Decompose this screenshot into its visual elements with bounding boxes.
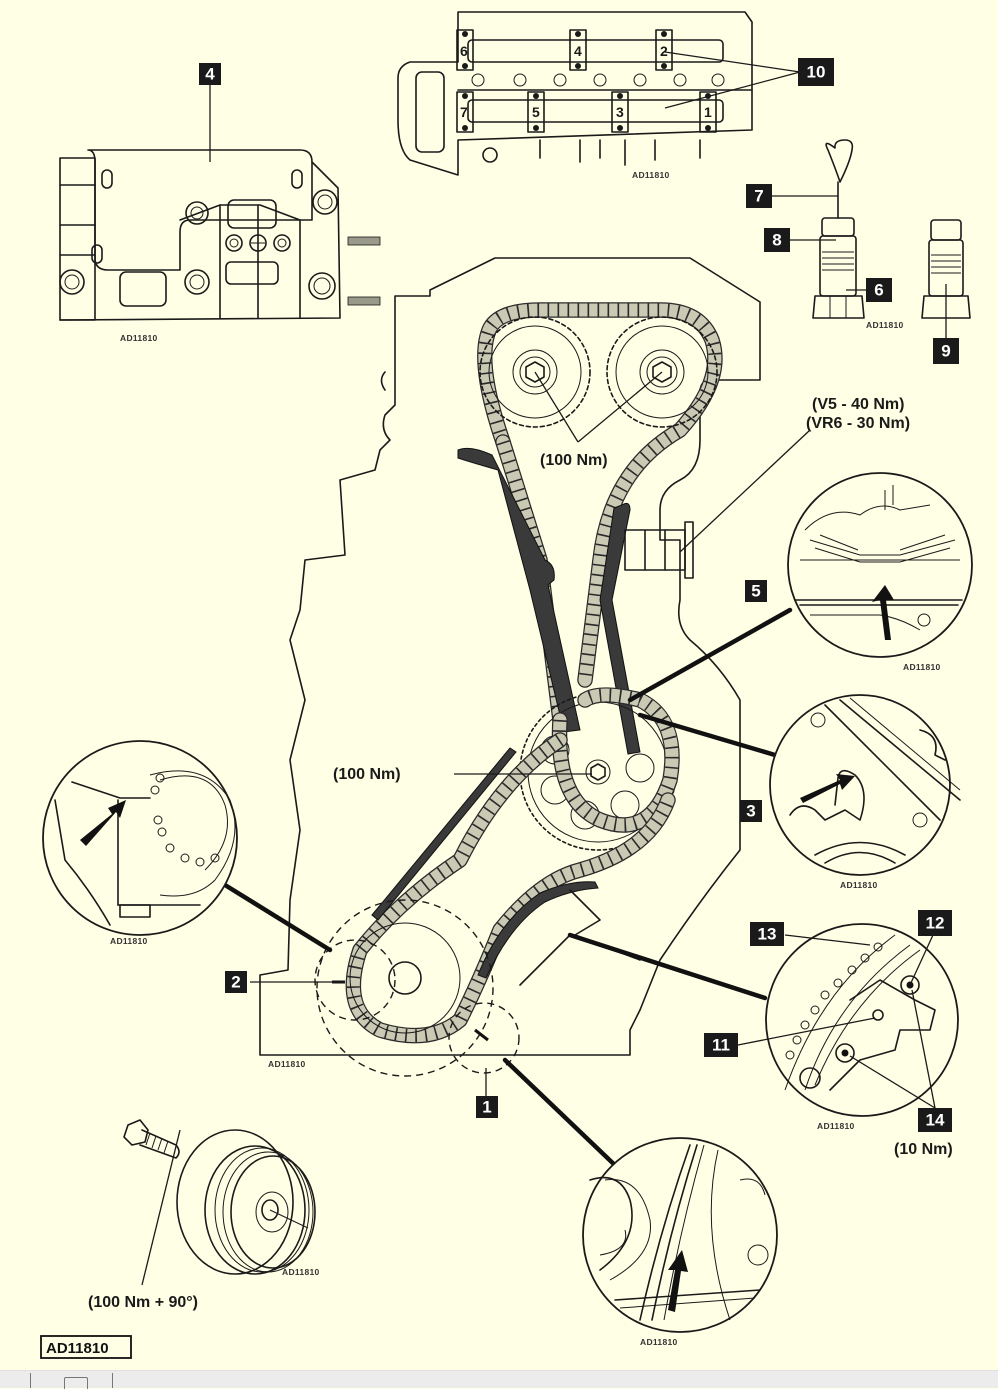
engine-block-outline: [259, 257, 761, 1056]
crankshaft-sprocket: [349, 922, 461, 1034]
camshaft-sprocket-right: [606, 316, 718, 428]
ref-label: AD11810: [282, 1267, 320, 1277]
cap-number: 1: [704, 104, 712, 120]
cylinder-head-illustration: 6 4 2 7 5 3 1 AD11810: [397, 11, 801, 180]
ref-label: AD11810: [817, 1121, 855, 1131]
ref-label: AD11810: [840, 880, 878, 890]
svg-text:14: 14: [926, 1111, 945, 1130]
svg-text:11: 11: [712, 1036, 730, 1055]
svg-text:5: 5: [751, 582, 760, 601]
svg-text:6: 6: [874, 281, 883, 300]
callout-4: 4: [199, 63, 221, 85]
svg-text:3: 3: [746, 802, 755, 821]
camshaft-sprocket-left: [479, 316, 591, 428]
pulley-bolt: [123, 1119, 180, 1159]
cap-number: 4: [574, 43, 582, 59]
torque-tensioner-vr6: (VR6 - 30 Nm): [806, 415, 910, 432]
pulley: [176, 1129, 316, 1275]
tensioner-parts-illustration: AD11810: [772, 139, 971, 338]
callout-1: 1: [476, 1096, 498, 1118]
torque-camshaft-sprockets: (100 Nm): [540, 452, 608, 469]
toolbar-separator: [30, 1373, 31, 1388]
cap-number: 5: [532, 104, 540, 120]
ref-label: AD11810: [120, 333, 158, 343]
callout-3: 3: [740, 800, 762, 822]
ref-label: AD11810: [268, 1059, 306, 1069]
torque-pulley-bolt: (100 Nm + 90°): [88, 1294, 198, 1311]
cap-number: 7: [460, 104, 468, 120]
detail-crankshaft-mark: AD11810: [502, 1057, 778, 1347]
svg-text:12: 12: [926, 914, 945, 933]
callout-7: 7: [746, 184, 772, 208]
svg-text:2: 2: [231, 973, 240, 992]
callout-11: 11: [704, 1033, 738, 1057]
toolbar-separator: [112, 1373, 113, 1388]
svg-text:7: 7: [754, 187, 763, 206]
callout-6: 6: [866, 278, 892, 302]
reference-code-box: AD11810: [40, 1335, 132, 1359]
cap-number: 3: [616, 104, 624, 120]
chain-tensioner-plunger: [624, 521, 694, 579]
svg-text:1: 1: [482, 1098, 491, 1117]
callout-13: 13: [750, 922, 784, 946]
document-icon[interactable]: [64, 1377, 88, 1389]
reference-code: AD11810: [46, 1340, 109, 1357]
ref-label: AD11810: [903, 662, 941, 672]
cap-number: 6: [460, 43, 468, 59]
torque-tensioner-bolts: (10 Nm): [894, 1141, 953, 1158]
detail-tensioner-bolts: AD11810: [567, 923, 959, 1131]
ref-label: AD11810: [110, 936, 148, 946]
crankshaft-pulley-illustration: AD11810: [123, 1119, 320, 1277]
torque-intermediate-sprocket: (100 Nm): [333, 766, 401, 783]
camshaft-housing-cover-illustration: AD11810: [59, 85, 381, 343]
cam-cap-bolts: [456, 29, 717, 133]
callout-9: 9: [933, 338, 959, 364]
callout-12: 12: [918, 910, 952, 936]
callout-2: 2: [225, 971, 247, 993]
callout-8: 8: [764, 228, 790, 252]
callout-10: 10: [798, 58, 834, 86]
ref-label: AD11810: [632, 170, 670, 180]
svg-text:10: 10: [807, 63, 826, 82]
bottom-toolbar: [0, 1370, 998, 1389]
torque-tensioner-v5: (V5 - 40 Nm): [812, 396, 904, 413]
ref-label: AD11810: [866, 320, 904, 330]
svg-text:8: 8: [772, 231, 781, 250]
detail-intermediate-mark: AD11810: [42, 740, 333, 953]
detail-chain-link-alignment: AD11810: [627, 472, 973, 703]
detail-sprocket-mark: AD11810: [637, 694, 961, 890]
ref-label: AD11810: [640, 1337, 678, 1347]
callout-5: 5: [745, 580, 767, 602]
svg-text:9: 9: [941, 342, 950, 361]
svg-text:13: 13: [758, 925, 777, 944]
cap-number: 2: [660, 43, 668, 59]
callout-14: 14: [918, 1108, 952, 1132]
svg-text:4: 4: [205, 65, 215, 84]
